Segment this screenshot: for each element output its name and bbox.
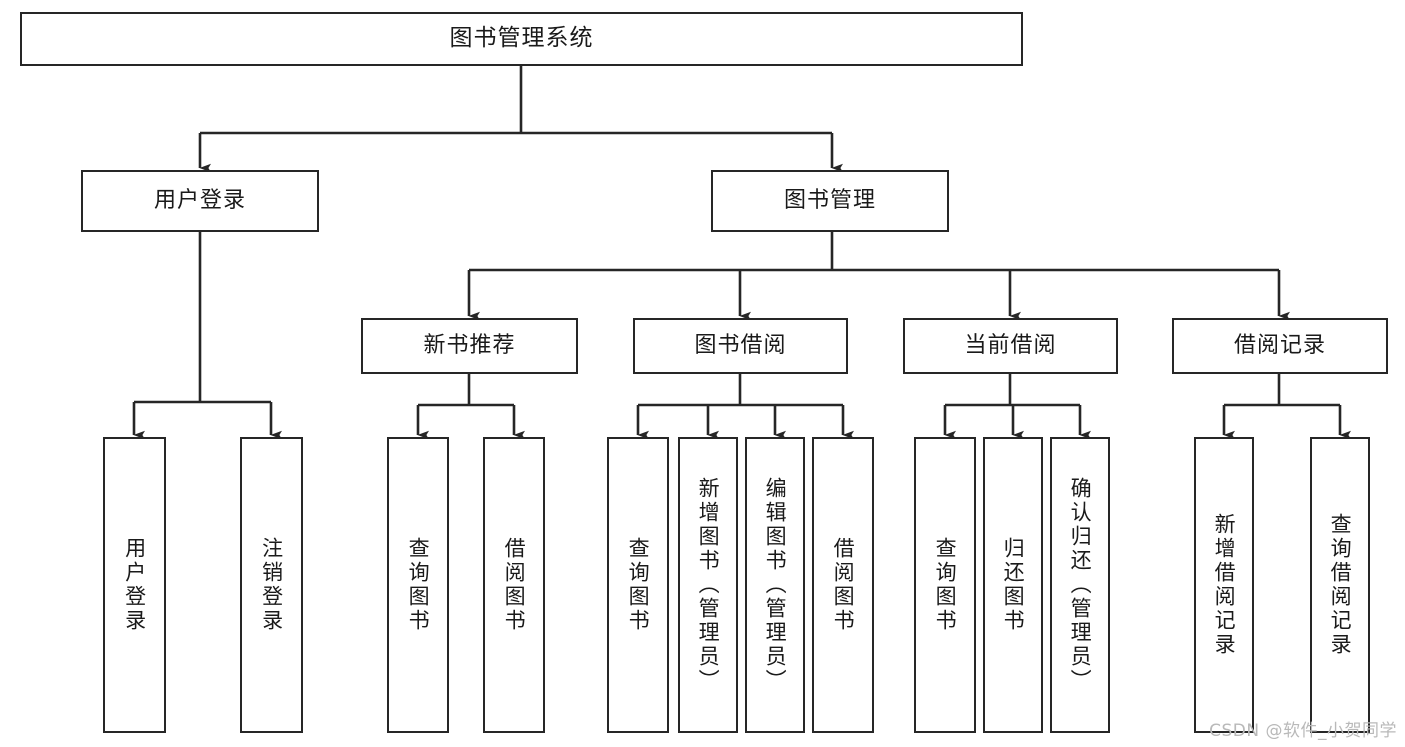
leaf-current-confirm-return[interactable]: 确认归还（管理员） (1050, 437, 1110, 733)
node-current-borrow-label: 当前借阅 (964, 332, 1057, 358)
leaf-new-book-borrow[interactable]: 借阅图书 (483, 437, 545, 733)
node-user-login-label: 用户登录 (153, 187, 246, 213)
node-root-label: 图书管理系统 (449, 25, 594, 52)
leaf-user-login-logout[interactable]: 注销登录 (240, 437, 303, 733)
leaf-label: 归还图书 (1001, 537, 1026, 633)
node-new-book-recommend-label: 新书推荐 (423, 332, 516, 358)
leaf-label: 编辑图书（管理员） (763, 477, 788, 693)
node-book-manage-label: 图书管理 (783, 187, 876, 213)
node-new-book-recommend[interactable]: 新书推荐 (361, 318, 578, 374)
node-user-login[interactable]: 用户登录 (81, 170, 319, 232)
leaf-borrow-borrow-book[interactable]: 借阅图书 (812, 437, 874, 733)
leaf-new-book-query[interactable]: 查询图书 (387, 437, 449, 733)
leaf-label: 确认归还（管理员） (1068, 477, 1093, 693)
leaf-label: 用户登录 (122, 537, 147, 633)
leaf-label: 借阅图书 (502, 537, 527, 633)
leaf-label: 查询图书 (626, 537, 651, 633)
leaf-borrow-query-book[interactable]: 查询图书 (607, 437, 669, 733)
watermark: CSDN @软件_小贺同学 (1209, 721, 1397, 741)
leaf-label: 查询图书 (933, 537, 958, 633)
leaf-label: 注销登录 (259, 537, 284, 633)
leaf-record-query[interactable]: 查询借阅记录 (1310, 437, 1370, 733)
node-borrow-record-label: 借阅记录 (1233, 332, 1326, 358)
leaf-label: 新增借阅记录 (1212, 513, 1237, 657)
node-book-borrow[interactable]: 图书借阅 (633, 318, 848, 374)
node-current-borrow[interactable]: 当前借阅 (903, 318, 1118, 374)
node-book-borrow-label: 图书借阅 (694, 332, 787, 358)
leaf-record-add[interactable]: 新增借阅记录 (1194, 437, 1254, 733)
leaf-current-return-book[interactable]: 归还图书 (983, 437, 1043, 733)
leaf-label: 借阅图书 (831, 537, 856, 633)
leaf-label: 查询图书 (406, 537, 431, 633)
leaf-label: 查询借阅记录 (1328, 513, 1353, 657)
leaf-borrow-add-book[interactable]: 新增图书（管理员） (678, 437, 738, 733)
node-root[interactable]: 图书管理系统 (20, 12, 1023, 66)
node-borrow-record[interactable]: 借阅记录 (1172, 318, 1388, 374)
node-book-manage[interactable]: 图书管理 (711, 170, 949, 232)
leaf-label: 新增图书（管理员） (696, 477, 721, 693)
leaf-user-login-login[interactable]: 用户登录 (103, 437, 166, 733)
leaf-borrow-edit-book[interactable]: 编辑图书（管理员） (745, 437, 805, 733)
leaf-current-query-book[interactable]: 查询图书 (914, 437, 976, 733)
